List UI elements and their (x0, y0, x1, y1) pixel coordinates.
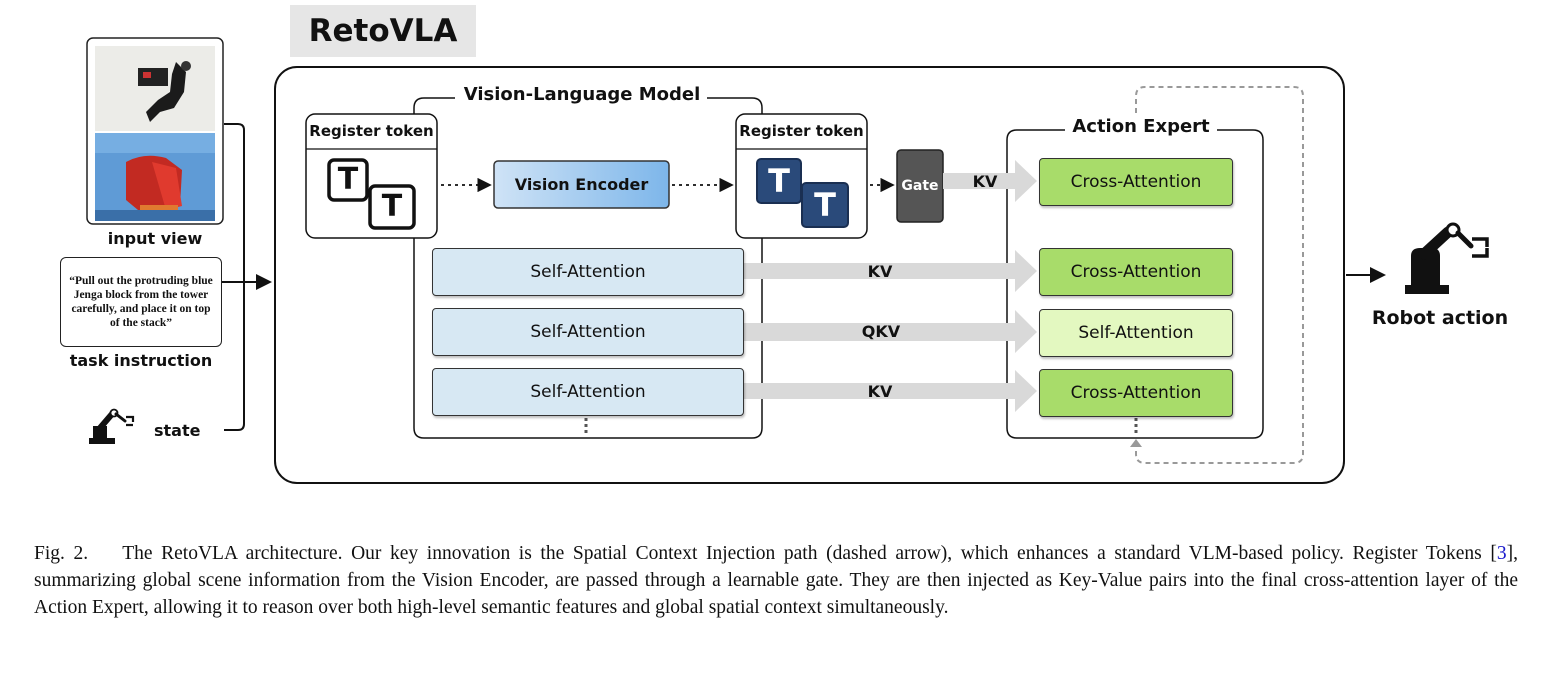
vlm-title: Vision-Language Model (458, 84, 706, 105)
register-token-right-icon (756, 158, 849, 228)
action-expert-title: Action Expert (1066, 116, 1216, 137)
arrow-label-kv: KV (867, 262, 893, 281)
ae-self-attention-layer: Self-Attention (1039, 309, 1233, 357)
spatial-context-path (1135, 86, 1304, 464)
kv-arrows (744, 160, 1037, 412)
register-token-left-label: Register token (309, 122, 434, 140)
robot-arm-icon-action (1405, 222, 1489, 294)
citation-link[interactable]: 3 (1496, 543, 1507, 564)
action-expert-container (1006, 129, 1264, 439)
architecture-diagram (86, 37, 1489, 484)
figure-caption: Fig. 2. The RetoVLA architecture. Our ke… (34, 540, 1518, 621)
ae-cross-attention-layer: Cross-Attention (1039, 158, 1233, 206)
token-glyph: T (337, 162, 359, 197)
vlm-self-attention-layer: Self-Attention (432, 368, 744, 416)
token-glyph: T (768, 162, 790, 200)
robot-arm-icon-state (89, 408, 135, 444)
input-connector (224, 123, 245, 431)
caption-text-after-ref: ], summarizing global scene information … (34, 543, 1518, 618)
task-instruction-box: “Pull out the protruding blue Jenga bloc… (60, 257, 222, 347)
robot-action-label: Robot action (1371, 307, 1509, 329)
input-view-image (95, 46, 215, 221)
retovla-container (274, 66, 1345, 484)
arrow-label-qkv: QKV (861, 322, 901, 341)
arrow-label-gate-kv: KV (972, 172, 998, 191)
gate-label: Gate (901, 178, 939, 194)
vlm-self-attention-layer: Self-Attention (432, 308, 744, 356)
arrow-label-kv: KV (867, 382, 893, 401)
state-label: state (154, 421, 201, 440)
input-view-label: input view (107, 229, 203, 248)
ae-cross-attention-layer: Cross-Attention (1039, 369, 1233, 417)
register-token-right-label: Register token (739, 122, 864, 140)
vlm-container (413, 97, 763, 439)
ae-cross-attention-layer: Cross-Attention (1039, 248, 1233, 296)
figure-label: Fig. 2. (34, 543, 89, 564)
register-token-left-icon (327, 158, 416, 230)
diagram-title: RetoVLA (290, 5, 476, 57)
vision-encoder-box (493, 160, 670, 209)
task-instruction-label: task instruction (69, 351, 213, 370)
token-glyph: T (381, 189, 403, 224)
task-instruction-text: “Pull out the protruding blue Jenga bloc… (69, 275, 213, 329)
vlm-self-attention-layer: Self-Attention (432, 248, 744, 296)
token-glyph: T (814, 186, 836, 224)
vision-encoder-label: Vision Encoder (514, 175, 649, 194)
caption-text-before-ref: The RetoVLA architecture. Our key innova… (122, 543, 1497, 564)
